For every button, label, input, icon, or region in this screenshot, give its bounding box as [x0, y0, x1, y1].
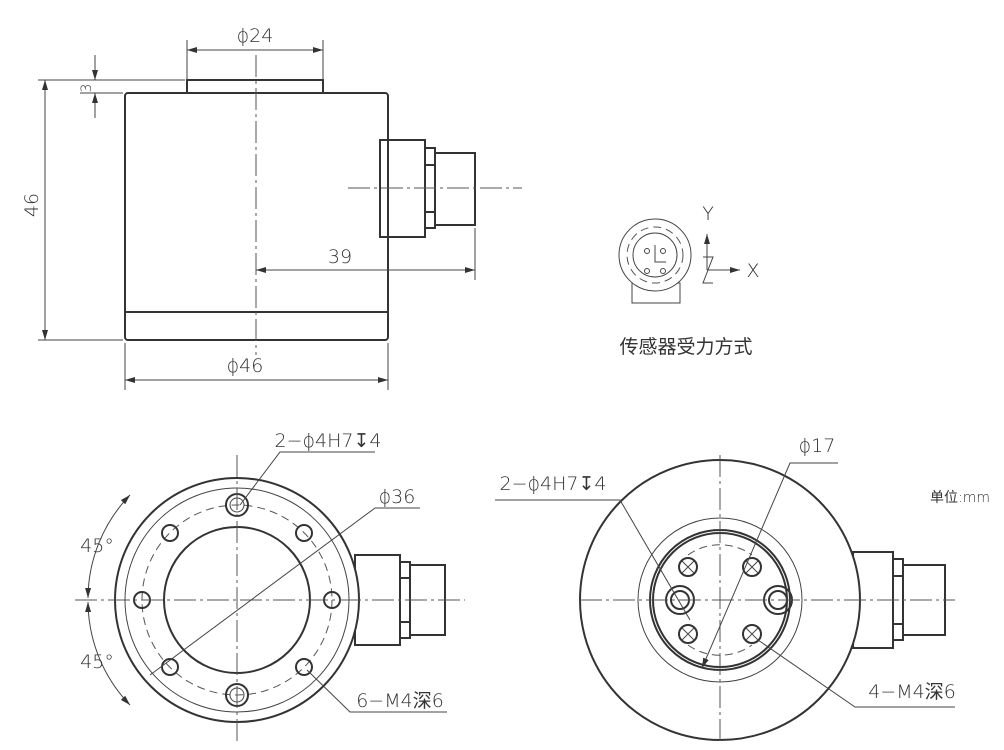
pin-holes-label: 2−ϕ4H7↧4: [274, 430, 381, 452]
dim-top-diameter: ϕ24: [237, 25, 274, 47]
force-diagram: Y X Z 传感器受力方式: [618, 203, 760, 358]
angle-bottom: 45°: [80, 651, 114, 673]
force-caption: 传感器受力方式: [619, 336, 752, 358]
dim-height: 46: [21, 193, 43, 217]
dim-body-diameter: ϕ46: [227, 355, 264, 377]
bottom-left-view: 45° 45° 2−ϕ4H7↧4 ϕ36 6−M4深6: [75, 430, 465, 745]
pin-holes-label: 2−ϕ4H7↧4: [499, 473, 606, 495]
dim-connector-offset: 39: [328, 246, 352, 268]
dim-top-height: 3: [79, 84, 95, 93]
bolt-circle-label: ϕ36: [379, 486, 416, 508]
axis-x-label: X: [746, 260, 759, 282]
axis-z-label: Z: [720, 288, 730, 304]
angle-top: 45°: [80, 535, 114, 557]
threaded-holes-label: 6−M4深6: [356, 690, 444, 712]
threaded-holes-label: 4−M4深6: [868, 681, 956, 703]
side-view: ϕ24 3 46 39 ϕ46: [21, 25, 522, 390]
bottom-right-view: ϕ17 2−ϕ4H7↧4 4−M4深6 单位:mm: [495, 435, 990, 745]
axis-y-label: Y: [702, 203, 714, 225]
threaded-holes: [678, 557, 762, 644]
units-note: 单位:mm: [930, 490, 990, 506]
bolt-circle-label: ϕ17: [799, 435, 836, 457]
